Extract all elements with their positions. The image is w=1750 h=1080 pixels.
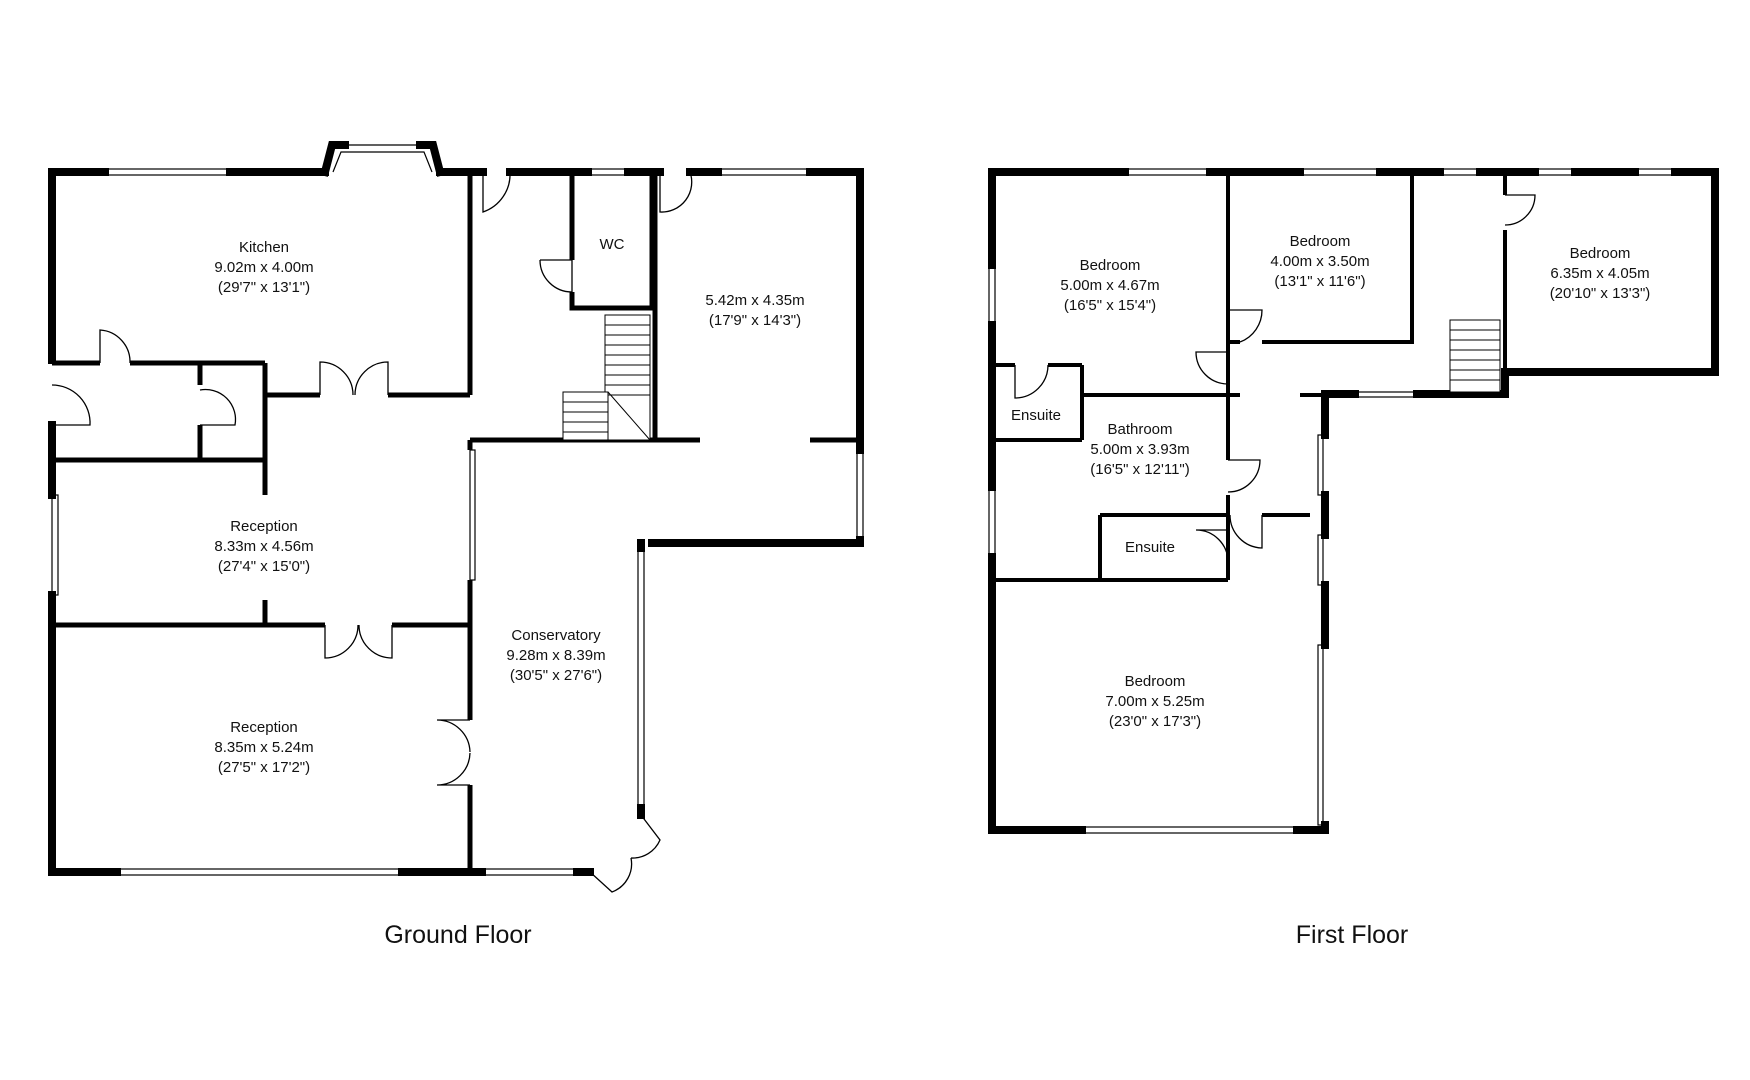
room-name: Conservatory — [511, 627, 601, 644]
room-size-metric: 7.00m x 5.25m — [1105, 693, 1204, 710]
room-name: Ensuite — [1125, 539, 1175, 556]
room-size-metric: 4.00m x 3.50m — [1270, 253, 1369, 270]
floor-title-ground: Ground Floor — [384, 921, 531, 949]
room-label-wc: WC — [600, 236, 625, 253]
room-size-metric: 9.28m x 8.39m — [506, 647, 605, 664]
ground-floor-staircase — [562, 314, 651, 441]
room-size-imperial: (16'5" x 15'4") — [1064, 297, 1156, 314]
room-size-imperial: (23'0" x 17'3") — [1109, 713, 1201, 730]
room-size-imperial: (27'4" x 15'0") — [218, 558, 310, 575]
room-name: Reception — [230, 719, 298, 736]
room-name: Reception — [230, 518, 298, 535]
room-label-ensuite-2: Ensuite — [1125, 539, 1175, 556]
room-name: Bathroom — [1107, 421, 1172, 438]
room-size-metric: 9.02m x 4.00m — [214, 259, 313, 276]
room-label-kitchen: Kitchen 9.02m x 4.00m (29'7" x 13'1") — [214, 239, 313, 296]
room-size-imperial: (16'5" x 12'11") — [1090, 461, 1190, 478]
room-size-imperial: (20'10" x 13'3") — [1550, 285, 1651, 302]
room-name: Bedroom — [1290, 233, 1351, 250]
room-name: WC — [600, 236, 625, 253]
ground-floor-plan: Kitchen 9.02m x 4.00m (29'7" x 13'1") WC… — [48, 141, 864, 949]
room-label-bedroom-4: Bedroom 7.00m x 5.25m (23'0" x 17'3") — [1105, 673, 1204, 730]
room-size-metric: 8.33m x 4.56m — [214, 538, 313, 555]
room-label-bedroom-2: Bedroom 4.00m x 3.50m (13'1" x 11'6") — [1270, 233, 1369, 290]
room-size-imperial: (13'1" x 11'6") — [1274, 273, 1365, 290]
ground-floor-doors — [51, 171, 693, 893]
room-label-reception-1: Reception 8.33m x 4.56m (27'4" x 15'0") — [214, 518, 313, 575]
room-size-imperial: (17'9" x 14'3") — [709, 312, 801, 329]
room-label-ne-room: 5.42m x 4.35m (17'9" x 14'3") — [705, 292, 804, 329]
room-size-metric: 5.42m x 4.35m — [705, 292, 804, 309]
ground-floor-walls — [48, 141, 864, 876]
room-size-imperial: (29'7" x 13'1") — [218, 279, 310, 296]
room-label-bedroom-1: Bedroom 5.00m x 4.67m (16'5" x 15'4") — [1060, 257, 1159, 314]
floor-title-first: First Floor — [1296, 921, 1409, 949]
room-name: Bedroom — [1080, 257, 1141, 274]
room-name: Kitchen — [239, 239, 289, 256]
room-label-ensuite-1: Ensuite — [1011, 407, 1061, 424]
first-floor-doors — [1014, 194, 1536, 563]
ground-floor-windows — [51, 144, 864, 876]
room-name: Bedroom — [1570, 245, 1631, 262]
first-floor-walls — [988, 168, 1719, 834]
room-label-reception-2: Reception 8.35m x 5.24m (27'5" x 17'2") — [214, 719, 313, 776]
room-size-metric: 5.00m x 4.67m — [1060, 277, 1159, 294]
room-label-bathroom: Bathroom 5.00m x 3.93m (16'5" x 12'11") — [1090, 421, 1190, 478]
room-name: Ensuite — [1011, 407, 1061, 424]
first-floor-staircase — [1449, 319, 1501, 393]
room-size-metric: 5.00m x 3.93m — [1090, 441, 1189, 458]
room-label-conservatory: Conservatory 9.28m x 8.39m (30'5" x 27'6… — [506, 627, 605, 684]
room-label-bedroom-3: Bedroom 6.35m x 4.05m (20'10" x 13'3") — [1550, 245, 1651, 302]
room-size-imperial: (30'5" x 27'6") — [510, 667, 602, 684]
room-name: Bedroom — [1125, 673, 1186, 690]
room-size-imperial: (27'5" x 17'2") — [218, 759, 310, 776]
room-size-metric: 6.35m x 4.05m — [1550, 265, 1649, 282]
first-floor-plan: Bedroom 5.00m x 4.67m (16'5" x 15'4") Be… — [988, 168, 1719, 949]
room-size-metric: 8.35m x 5.24m — [214, 739, 313, 756]
